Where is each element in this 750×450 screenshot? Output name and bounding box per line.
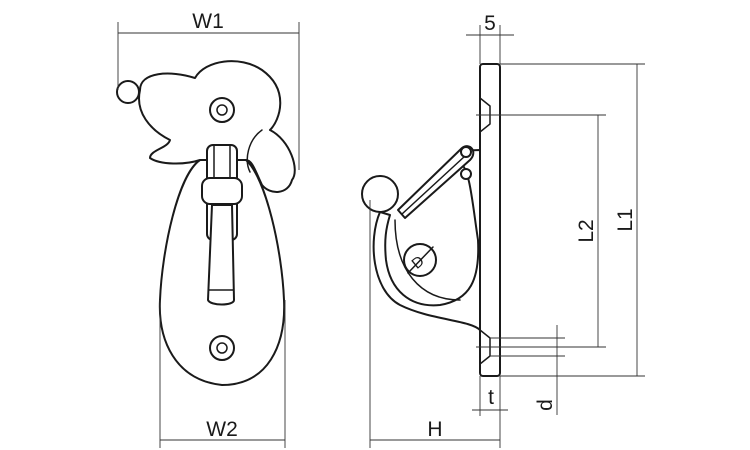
front-upper-hole-inner xyxy=(216,104,228,116)
label-h: H xyxy=(427,418,442,441)
label-five: 5 xyxy=(484,12,496,35)
front-lower-hole-outer xyxy=(209,335,235,361)
side-ball xyxy=(361,175,399,213)
label-w1: W1 xyxy=(192,10,224,33)
label-w2: W2 xyxy=(206,418,238,441)
front-lower-hole-inner xyxy=(216,342,228,354)
front-ball xyxy=(116,80,140,104)
front-upper-hole-outer xyxy=(209,97,235,123)
front-ear xyxy=(246,129,263,173)
label-l1: L1 xyxy=(614,208,637,231)
label-d-small: d xyxy=(534,399,557,411)
dimensions xyxy=(117,22,645,448)
label-t: t xyxy=(488,386,494,409)
front-hook-arm xyxy=(207,204,235,306)
side-hinge-pin-upper xyxy=(460,146,472,158)
front-decorative-top xyxy=(138,60,296,193)
side-hinge-pin-lower xyxy=(460,168,472,180)
front-hinge-knuckle xyxy=(201,177,243,205)
label-l2: L2 xyxy=(575,219,598,242)
side-view xyxy=(361,63,501,377)
front-view xyxy=(116,60,296,386)
